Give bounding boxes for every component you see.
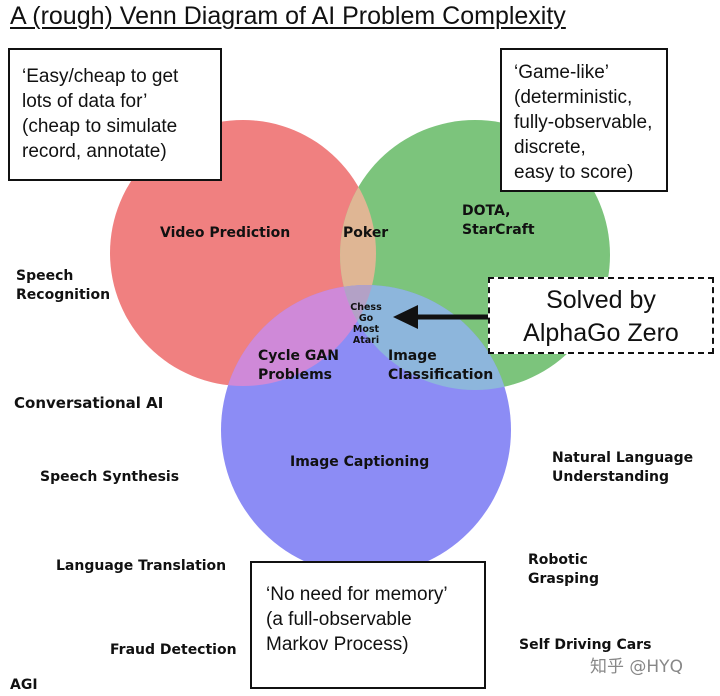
memory-set-description-box: ‘No need for memory’ (a full-observable … [250, 561, 486, 689]
region-cycle-gan: Cycle GAN Problems [258, 347, 339, 385]
outside-line: Grasping [528, 571, 599, 587]
outside-language-translation: Language Translation [56, 558, 227, 574]
region-line: DOTA, [462, 203, 511, 219]
outside-speech-recognition: Speech Recognition [16, 267, 110, 305]
outside-fraud-detection: Fraud Detection [110, 642, 237, 658]
game-set-description-box: ‘Game-like’ (deterministic, fully-observ… [500, 48, 668, 192]
solved-box-line: AlphaGo Zero [523, 319, 679, 347]
game-box-line: easy to score) [514, 162, 634, 183]
outside-line: Recognition [16, 287, 111, 303]
solved-box-line: Solved by [546, 286, 656, 314]
region-image-captioning: Image Captioning [290, 454, 430, 470]
outside-speech-synthesis: Speech Synthesis [40, 469, 180, 485]
outside-robotic-grasping: Robotic Grasping [528, 551, 599, 589]
region-video-prediction: Video Prediction [160, 225, 291, 241]
memory-box-line: ‘No need for memory’ [266, 584, 448, 605]
data-box-line: (cheap to simulate [22, 116, 178, 137]
watermark: 知乎 @HYQ [590, 657, 683, 677]
outside-nlu: Natural Language Understanding [552, 449, 693, 487]
outside-self-driving-cars: Self Driving Cars [519, 637, 652, 653]
region-line: Atari [352, 335, 380, 346]
outside-line: Robotic [528, 552, 588, 568]
region-line: Go [358, 313, 374, 324]
outside-agi: AGI [10, 677, 38, 693]
region-poker: Poker [343, 225, 389, 241]
game-box-line: fully-observable, [514, 112, 653, 133]
data-memory-overlap [221, 285, 376, 386]
solved-arrow-head [393, 305, 418, 329]
region-line: Classification [388, 367, 494, 383]
data-box-line: record, annotate) [22, 141, 167, 162]
data-box-line: ‘Easy/cheap to get [22, 66, 179, 87]
outside-line: Understanding [552, 469, 670, 485]
solved-by-alphago-zero-box: Solved by AlphaGo Zero [488, 277, 714, 354]
region-line: Chess [350, 302, 382, 313]
game-box-line: discrete, [514, 137, 586, 158]
outside-line: Natural Language [552, 450, 694, 466]
data-set-description-box: ‘Easy/cheap to get lots of data for’ (ch… [8, 48, 222, 181]
game-memory-overlap [340, 285, 511, 390]
outside-line: Speech [16, 268, 74, 284]
region-line: Problems [258, 367, 333, 383]
memory-box-line: (a full-observable [266, 609, 412, 630]
data-box-line: lots of data for’ [22, 91, 148, 112]
region-chess-go-atari: Chess Go Most Atari [346, 302, 386, 346]
region-line: Image [388, 348, 437, 364]
memory-box-line: Markov Process) [266, 634, 409, 655]
region-dota-starcraft: DOTA, StarCraft [462, 202, 535, 240]
region-line: Cycle GAN [258, 348, 339, 364]
region-line: StarCraft [462, 222, 535, 238]
game-box-line: (deterministic, [514, 87, 633, 108]
diagram-title: A (rough) Venn Diagram of AI Problem Com… [10, 2, 566, 30]
region-image-classification: Image Classification [388, 347, 493, 385]
game-box-line: ‘Game-like’ [514, 62, 610, 83]
region-line: Most [352, 324, 380, 335]
outside-conversational-ai: Conversational AI [14, 394, 164, 412]
